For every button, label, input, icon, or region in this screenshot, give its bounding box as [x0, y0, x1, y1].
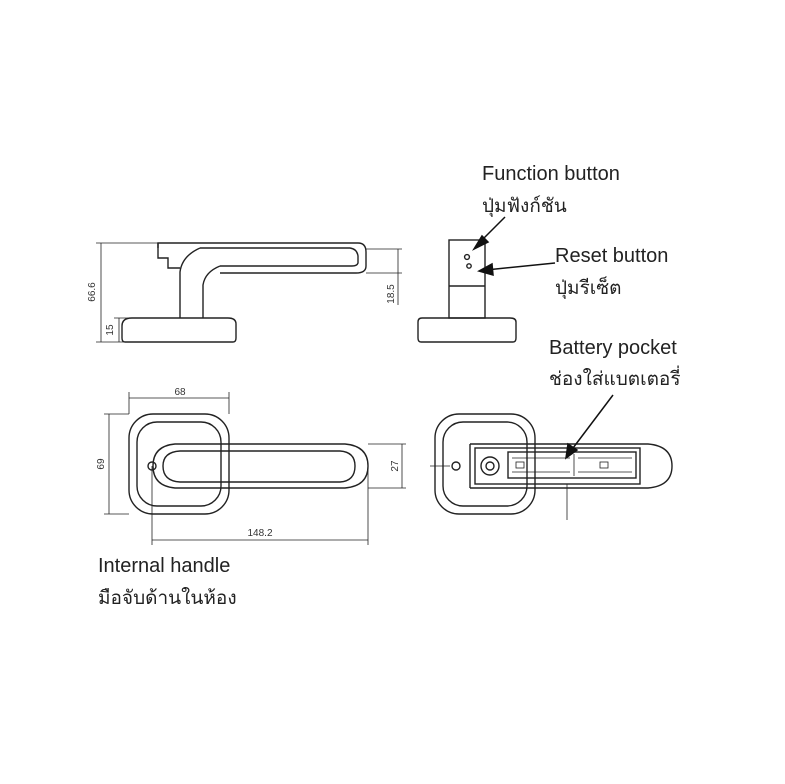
side-view: [121, 242, 367, 343]
function-button-label-thai: ปุ่มฟังก์ชัน: [482, 195, 567, 217]
battery-pocket-label-thai: ช่องใส่แบตเตอรี่: [549, 368, 681, 390]
internal-handle-label-thai: มือจับด้านในห้อง: [98, 587, 237, 609]
leader-lines: [471, 216, 614, 460]
dim-overall-height: 66.6: [87, 282, 98, 302]
dim-rose-height: 69: [96, 458, 107, 470]
internal-handle-label: Internal handle: [98, 555, 231, 577]
reset-button-label: Reset button: [555, 245, 669, 267]
internal-handle-view: [128, 413, 369, 515]
function-button-dot: [466, 263, 472, 269]
side-view-dimensions: [96, 242, 402, 343]
battery-pocket-label: Battery pocket: [549, 337, 677, 359]
battery-pocket-view: [430, 413, 673, 520]
dim-base-height: 15: [105, 324, 116, 336]
front-view: [417, 239, 517, 343]
reset-button-label-thai: ปุ่มรีเซ็ต: [555, 277, 622, 299]
dim-lever-width: 27: [390, 460, 401, 472]
internal-handle-dimensions: [104, 392, 406, 545]
dim-lever-thickness: 18.5: [386, 284, 397, 304]
reset-button-dot: [463, 253, 471, 261]
dim-lever-length: 148.2: [247, 528, 272, 539]
dimension-labels: 66.6 15 18.5 68 69 27 148.2: [87, 282, 401, 539]
function-button-label: Function button: [482, 163, 620, 185]
dim-rose-width: 68: [174, 387, 186, 398]
